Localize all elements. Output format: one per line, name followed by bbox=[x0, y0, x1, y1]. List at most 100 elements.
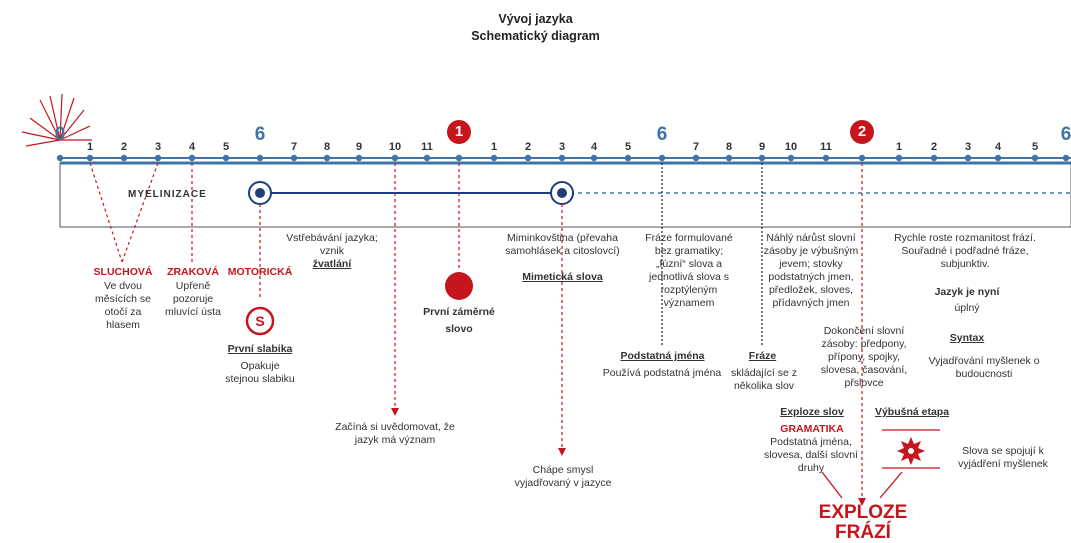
word-explosion-label: Exploze slov bbox=[780, 406, 844, 418]
tick-dot bbox=[222, 154, 230, 162]
tick-dot bbox=[256, 154, 264, 162]
tick-label: 4 bbox=[994, 141, 1002, 153]
year-2-marker: 2 bbox=[850, 120, 874, 144]
explosion-star-icon bbox=[882, 429, 940, 469]
first-word-dot bbox=[445, 272, 473, 300]
tick-label: 7 bbox=[290, 141, 298, 153]
tick-label: 9 bbox=[355, 141, 363, 153]
auditory-label: SLUCHOVÁ bbox=[93, 266, 153, 278]
first-syllable-desc: Opakuje stejnou slabiku bbox=[225, 360, 295, 385]
phrase-diversity-text: Rychle roste rozmanitost frází. Souřadné… bbox=[894, 232, 1036, 270]
diagram-title: Vývoj jazyka bbox=[498, 12, 573, 26]
tick-label: 8 bbox=[323, 141, 331, 153]
language-complete-label: Jazyk je nyní bbox=[934, 286, 1000, 298]
grammar-label: GRAMATIKA bbox=[780, 423, 844, 435]
auditory-desc: Ve dvou měsících se otočí za hlasem bbox=[94, 280, 152, 331]
absorption-text: Vstřebávání jazyka; vznik bbox=[286, 232, 378, 257]
tick-dot bbox=[1031, 154, 1039, 162]
tick-dot bbox=[188, 154, 196, 162]
tick-label: 0 bbox=[54, 124, 66, 145]
year-1-marker: 1 bbox=[447, 120, 471, 144]
nouns-desc: Používá podstatná jména bbox=[602, 367, 722, 379]
syllable-icon bbox=[245, 306, 275, 336]
language-complete-value: úplný bbox=[954, 302, 980, 314]
tick-label: 5 bbox=[1031, 141, 1039, 153]
tick-dot bbox=[1062, 154, 1070, 162]
tick-dot bbox=[858, 154, 866, 162]
tick-dot bbox=[323, 154, 331, 162]
phrase-desc: skládající se z několika slov bbox=[731, 367, 797, 392]
tick-dot bbox=[624, 154, 632, 162]
tick-dot bbox=[290, 154, 298, 162]
motor-label: MOTORICKÁ bbox=[227, 266, 293, 278]
first-word-slovo: slovo bbox=[445, 323, 473, 335]
meaning-awareness-text: Začíná si uvědomovat, že jazyk má význam bbox=[335, 421, 455, 446]
future-thoughts-text: Vyjadřování myšlenek o budoucnosti bbox=[928, 355, 1040, 380]
tick-dot bbox=[423, 154, 431, 162]
syntax-label: Syntax bbox=[949, 332, 985, 344]
tick-label: 8 bbox=[725, 141, 733, 153]
tick-label: 10 bbox=[388, 141, 402, 153]
burst-icon bbox=[21, 93, 92, 147]
tick-dot bbox=[391, 154, 399, 162]
tick-dot bbox=[787, 154, 795, 162]
words-combine-text: Slova se spojují k vyjádření myšlenek bbox=[958, 445, 1048, 470]
tick-label: 11 bbox=[421, 141, 433, 153]
tick-label: 11 bbox=[820, 141, 832, 153]
tick-dot bbox=[658, 154, 666, 162]
first-syllable-label: První slabika bbox=[227, 343, 293, 355]
tick-label: 5 bbox=[624, 141, 632, 153]
tick-dot bbox=[994, 154, 1002, 162]
tick-label: 3 bbox=[154, 141, 162, 153]
tick-dot bbox=[154, 154, 162, 162]
first-word-label: První záměrné bbox=[423, 306, 495, 318]
phrase-explosion-line2: FRÁZÍ bbox=[835, 522, 891, 543]
tick-dot bbox=[120, 154, 128, 162]
grammar-desc: Podstatná jména, slovesa, další slovní d… bbox=[764, 436, 858, 474]
tick-dot bbox=[930, 154, 938, 162]
visual-label: ZRAKOVÁ bbox=[167, 266, 219, 278]
tick-dot bbox=[86, 154, 94, 162]
diagram-subtitle: Schematický diagram bbox=[471, 29, 600, 43]
mimetic-words-label: Mimetická slova bbox=[522, 271, 603, 283]
tick-label: 1 bbox=[490, 141, 498, 153]
baby-talk-text: Miminkovština (převaha samohlásek a cito… bbox=[505, 232, 620, 257]
phrase-explosion-line1: EXPLOZE bbox=[818, 502, 908, 523]
tick-label: 9 bbox=[758, 141, 766, 153]
tick-dot bbox=[692, 154, 700, 162]
tick-label: 3 bbox=[964, 141, 972, 153]
tick-label: 7 bbox=[692, 141, 700, 153]
tick-label: 4 bbox=[590, 141, 598, 153]
understands-text: Chápe smysl vyjadřovaný v jazyce bbox=[514, 464, 612, 489]
tick-dot bbox=[558, 154, 566, 162]
babbling-label: žvatlání bbox=[312, 258, 352, 270]
phrases-without-grammar-text: Fráze formulované bez gramatiky; „fúzní“… bbox=[645, 232, 733, 309]
tick-dot bbox=[725, 154, 733, 162]
tick-dot bbox=[56, 154, 64, 162]
vocabulary-completion-text: Dokončení slovní zásoby: předpony, přípo… bbox=[820, 325, 908, 389]
tick-dot bbox=[895, 154, 903, 162]
tick-dot bbox=[964, 154, 972, 162]
tick-dot bbox=[490, 154, 498, 162]
syllable-s: S bbox=[255, 313, 265, 329]
visual-desc: Upřeně pozoruje mluvící ústa bbox=[164, 280, 222, 318]
myelinization-label: MYELINIZACE bbox=[128, 189, 207, 200]
phrase-label: Fráze bbox=[748, 350, 777, 362]
tick-dot bbox=[524, 154, 532, 162]
tick-dot bbox=[822, 154, 830, 162]
tick-label: 2 bbox=[930, 141, 938, 153]
vocabulary-surge-text: Náhlý nárůst slovní zásoby je výbušným j… bbox=[763, 232, 859, 309]
tick-label: 3 bbox=[558, 141, 566, 153]
tick-label: 5 bbox=[222, 141, 230, 153]
nouns-label: Podstatná jména bbox=[620, 350, 705, 362]
tick-label: 1 bbox=[86, 141, 94, 153]
tick-label: 6 bbox=[254, 124, 266, 145]
tick-label: 2 bbox=[120, 141, 128, 153]
tick-label: 10 bbox=[784, 141, 798, 153]
tick-dot bbox=[455, 154, 463, 162]
tick-dot bbox=[355, 154, 363, 162]
tick-label: 6 bbox=[1060, 124, 1071, 145]
explosive-stage-label: Výbušná etapa bbox=[874, 406, 950, 418]
tick-label: 2 bbox=[524, 141, 532, 153]
